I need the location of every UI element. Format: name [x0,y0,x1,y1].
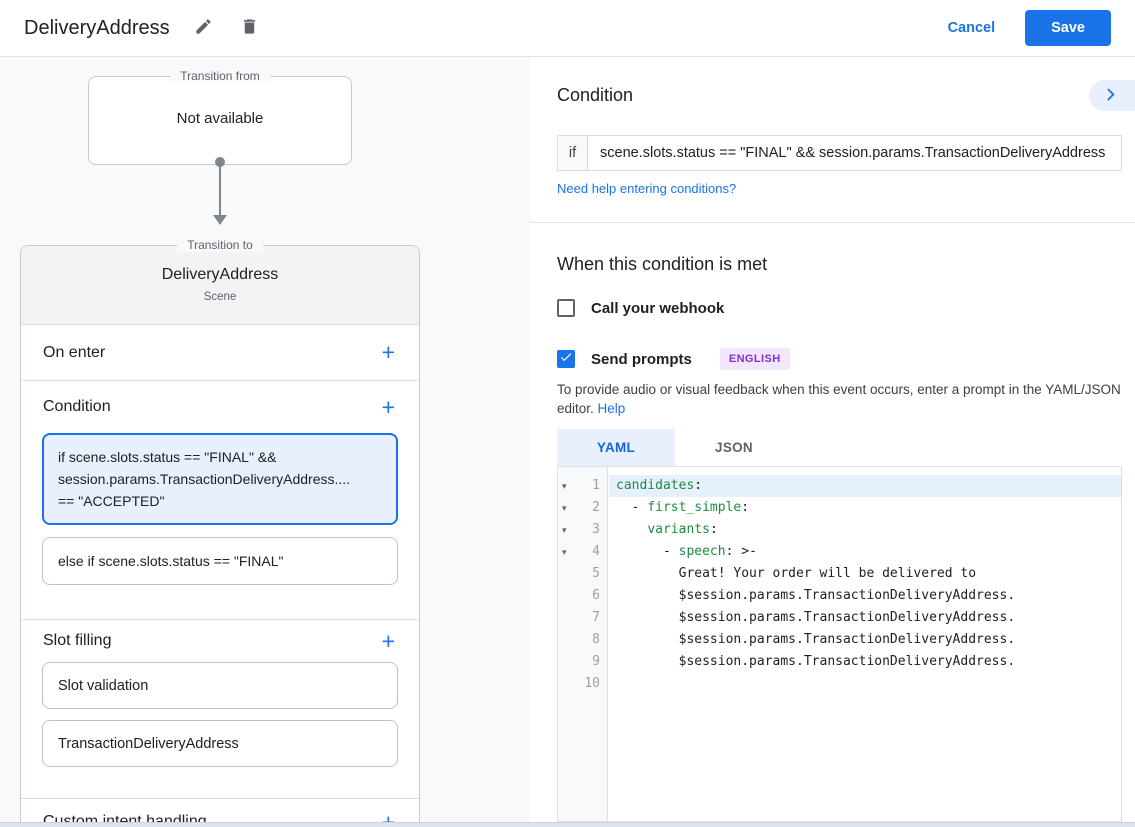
line-number: 3 [592,522,600,537]
editor-line[interactable]: 8 $session.params.TransactionDeliveryAdd… [558,629,1121,651]
transition-to-card: DeliveryAddress Scene On enter + Conditi… [20,245,420,822]
on-enter-label: On enter [43,343,106,361]
line-number: 6 [592,588,600,603]
condition-detail-panel: Condition if Need help entering conditio… [530,57,1135,822]
add-slot-button[interactable]: + [381,627,395,654]
code-text: - speech: >- [616,544,757,559]
trash-icon [240,17,259,39]
condition-card[interactable]: if scene.slots.status == "FINAL" &&sessi… [42,433,398,525]
condition-expression-input[interactable] [588,135,1122,171]
transition-from-value: Not available [176,110,264,127]
fold-arrow-icon[interactable]: ▾ [562,547,567,557]
save-button[interactable]: Save [1025,10,1111,46]
line-number: 5 [592,566,600,581]
code-text: variants: [647,522,718,537]
collapse-panel-button[interactable] [1089,80,1135,111]
tab-json[interactable]: JSON [715,440,753,455]
condition-cards: if scene.slots.status == "FINAL" &&sessi… [21,433,419,585]
fold-arrow-icon[interactable]: ▾ [562,503,567,513]
editor-line[interactable]: 5 Great! Your order will be delivered to [558,563,1121,585]
top-bar: DeliveryAddress Cancel Save [0,0,1135,57]
add-condition-button[interactable]: + [381,393,395,420]
fold-arrow-icon[interactable]: ▾ [562,481,567,491]
code-text: $session.params.TransactionDeliveryAddre… [616,610,1016,625]
cancel-button[interactable]: Cancel [947,20,996,36]
call-webhook-checkbox[interactable] [557,299,575,317]
add-custom-intent-button[interactable]: + [380,810,397,822]
send-prompts-label: Send prompts [591,350,692,368]
editor-line[interactable]: ▾ 1 candidates: [558,475,1121,497]
editor-tabs: YAML JSON [557,429,793,466]
checkmark-icon [559,350,573,369]
editor-line[interactable]: 6 $session.params.TransactionDeliveryAdd… [558,585,1121,607]
code-text: candidates: [616,478,703,493]
language-badge: ENGLISH [719,348,790,370]
line-number: 1 [592,478,600,493]
code-text: $session.params.TransactionDeliveryAddre… [616,588,1016,603]
delete-scene-button[interactable] [238,16,262,40]
line-number: 2 [592,500,600,515]
connector-arrowhead-icon [213,215,227,225]
editor-line[interactable]: 9 $session.params.TransactionDeliveryAdd… [558,651,1121,673]
send-prompts-checkbox[interactable] [557,350,575,368]
editor-line[interactable]: 7 $session.params.TransactionDeliveryAdd… [558,607,1121,629]
hint-text: To provide audio or visual feedback when… [557,382,1121,416]
panel-divider [530,222,1135,223]
line-number: 4 [592,544,600,559]
custom-intent-section: Custom intent handling + [21,799,419,822]
pencil-icon [194,17,213,39]
scene-type-label: Scene [203,291,237,303]
help-link[interactable]: Help [597,401,626,416]
fold-arrow-icon[interactable]: ▾ [562,525,567,535]
slot-card[interactable]: Slot validation [42,662,398,709]
condition-card[interactable]: else if scene.slots.status == "FINAL" [42,537,398,585]
editor-line[interactable]: ▾ 4 - speech: >- [558,541,1121,563]
editor-gutter [558,467,608,821]
editor-line[interactable]: ▾ 3 variants: [558,519,1121,541]
transition-from-legend: Transition from [170,69,270,83]
when-condition-title: When this condition is met [557,254,768,274]
transition-from-box[interactable]: Transition from Not available [88,69,352,165]
on-enter-section: On enter + [21,325,419,381]
chevron-right-icon [1102,86,1119,106]
page-title: DeliveryAddress [24,16,170,39]
call-webhook-label: Call your webhook [591,299,725,317]
condition-panel-title: Condition [557,85,634,105]
condition-expression-row: if [557,135,1122,171]
scene-name: DeliveryAddress [161,266,279,283]
line-number: 7 [592,610,600,625]
editor-line[interactable]: 10 [558,673,1121,695]
scene-graph-canvas: Transition from Not available Transition… [0,57,530,822]
if-prefix-label: if [557,135,588,171]
condition-section-label: Condition [43,398,111,415]
line-number: 8 [592,632,600,647]
yaml-code-editor[interactable]: ▾ 1 candidates: ▾ 2 - first_simple: ▾ 3 varian… [557,466,1122,822]
slot-filling-label: Slot filling [43,632,112,649]
line-number: 9 [592,654,600,669]
code-text: $session.params.TransactionDeliveryAddre… [616,632,1016,647]
bottom-scroll-strip[interactable] [0,822,1135,827]
code-text: - first_simple: [616,500,750,515]
webhook-option-row: Call your webhook [557,299,724,317]
add-on-enter-button[interactable]: + [381,339,395,365]
editor-rows: ▾ 1 candidates: ▾ 2 - first_simple: ▾ 3 varian… [558,467,1121,695]
scene-card-header: DeliveryAddress Scene [21,246,419,325]
code-text: $session.params.TransactionDeliveryAddre… [616,654,1016,669]
slot-card[interactable]: TransactionDeliveryAddress [42,720,398,767]
edit-title-button[interactable] [192,16,216,40]
transition-to-legend: Transition to [177,238,263,252]
editor-hint-text: To provide audio or visual feedback when… [557,380,1125,418]
prompts-option-row: Send prompts ENGLISH [557,348,790,370]
custom-intent-label: Custom intent handling [43,813,207,822]
connector-line [219,162,221,215]
tab-yaml[interactable]: YAML [557,429,675,466]
editor-line[interactable]: ▾ 2 - first_simple: [558,497,1121,519]
condition-help-link[interactable]: Need help entering conditions? [557,181,737,196]
line-number: 10 [584,676,600,691]
code-text: Great! Your order will be delivered to [616,566,977,581]
condition-section: Condition + if scene.slots.status == "FI… [21,381,419,620]
